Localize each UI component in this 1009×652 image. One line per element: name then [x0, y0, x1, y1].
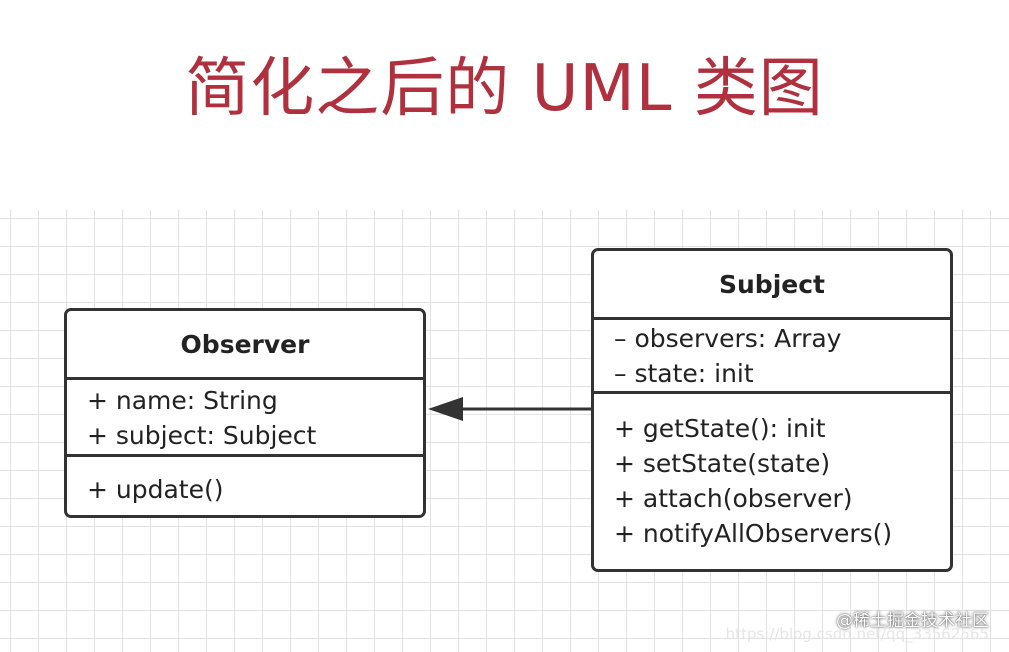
- subject-class-name: Subject: [594, 251, 950, 320]
- subject-class-box: Subject – observers: Array – state: init…: [591, 248, 953, 572]
- observer-class-name: Observer: [67, 311, 423, 380]
- subject-operation: + attach(observer): [614, 484, 853, 513]
- observer-operations: + update(): [67, 457, 423, 507]
- diagram-title: 简化之后的 UML 类图: [185, 52, 824, 126]
- observer-attribute: + name: String: [87, 386, 278, 415]
- observer-attribute: + subject: Subject: [87, 421, 317, 450]
- watermark-primary: @稀土掘金技术社区: [836, 611, 989, 631]
- observer-class-box: Observer + name: String + subject: Subje…: [64, 308, 426, 518]
- observer-operation: + update(): [87, 475, 224, 504]
- subject-attributes: – observers: Array – state: init: [594, 320, 950, 394]
- subject-attribute: – state: init: [614, 359, 754, 388]
- subject-operations: + getState(): init + setState(state) + a…: [594, 394, 950, 551]
- subject-operation: + setState(state): [614, 449, 831, 478]
- observer-attributes: + name: String + subject: Subject: [67, 380, 423, 457]
- subject-attribute: – observers: Array: [614, 324, 842, 353]
- subject-operation: + notifyAllObservers(): [614, 519, 893, 548]
- subject-operation: + getState(): init: [614, 414, 826, 443]
- watermark-secondary: https://blog.csdn.net/qq_33562565: [725, 625, 989, 643]
